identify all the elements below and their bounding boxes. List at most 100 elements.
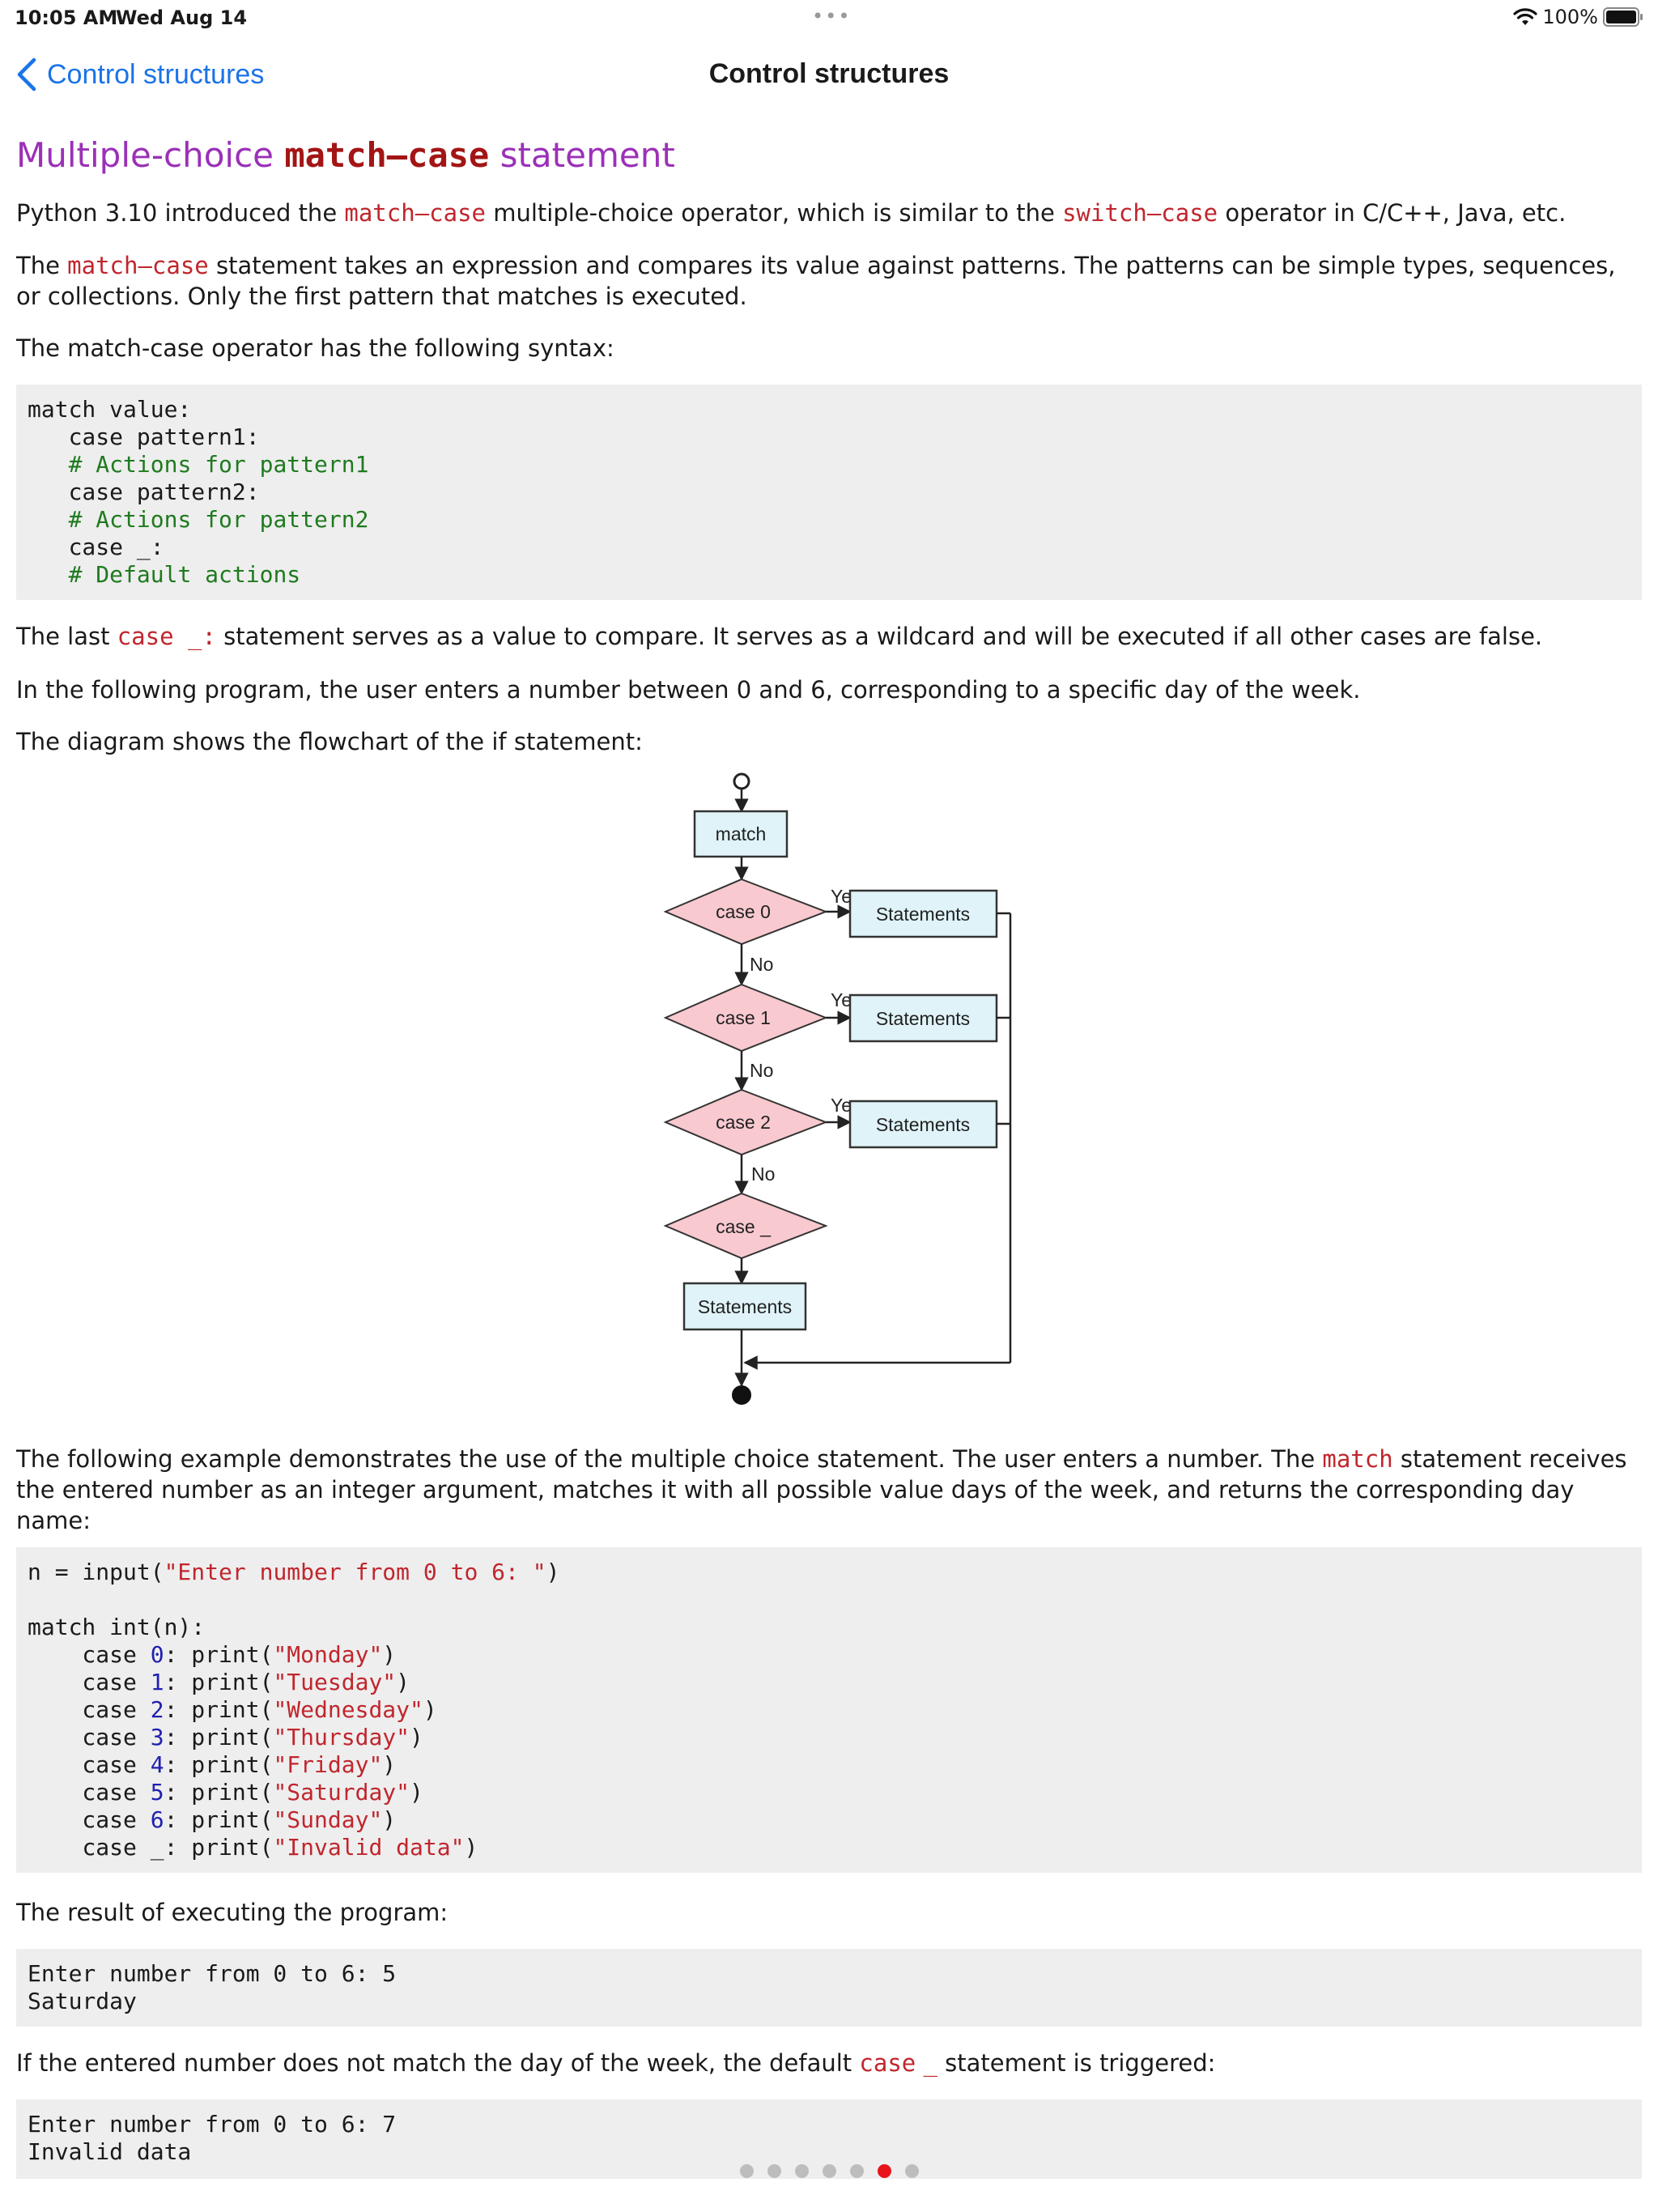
- syntax-code-block: match value: case pattern1: # Actions fo…: [16, 385, 1642, 600]
- inline-code: case _:: [117, 623, 216, 650]
- page-dot[interactable]: [767, 2163, 781, 2178]
- text: multiple-choice operator, which is simil…: [486, 199, 1063, 227]
- program-intro-paragraph: In the following program, the user enter…: [16, 676, 1361, 704]
- code-text: case _: print(: [82, 1834, 274, 1861]
- code-text: ): [546, 1559, 560, 1585]
- code-line: case pattern1:: [68, 423, 260, 450]
- code-number: 6: [150, 1806, 164, 1833]
- text: statement takes an expression and compar…: [16, 252, 1616, 310]
- nav-title: Control structures: [708, 58, 950, 89]
- code-text: n = input(: [28, 1559, 164, 1585]
- flowchart-statements-0: [848, 889, 998, 938]
- flowchart-match-box: [693, 810, 789, 858]
- output-line: Invalid data: [28, 2138, 192, 2165]
- inline-code: switch–case: [1062, 199, 1218, 227]
- flowchart-diagram: match case 0 Yes Statements No case 1 Ye…: [16, 764, 1642, 1444]
- flowchart-case1-label: case 1: [716, 1007, 771, 1028]
- output-line: Saturday: [28, 1988, 137, 2014]
- code-number: 3: [150, 1724, 164, 1750]
- back-button[interactable]: Control structures: [15, 55, 264, 94]
- inline-code: match–case: [344, 199, 486, 227]
- inline-code: match–case: [67, 252, 209, 279]
- code-line: match int(n):: [28, 1614, 206, 1640]
- intro-paragraph: Python 3.10 introduced the match–case mu…: [16, 198, 1642, 228]
- code-text: ): [464, 1834, 478, 1861]
- text: Python 3.10 introduced the: [16, 199, 345, 227]
- status-time: 10:05 AM: [15, 6, 118, 29]
- statements-label-0: Statements: [876, 904, 970, 925]
- text: statement serves as a value to compare. …: [215, 623, 1543, 650]
- title-code: match–case: [284, 135, 490, 175]
- default-case-paragraph: If the entered number does not match the…: [16, 2048, 1642, 2078]
- code-string: "Tuesday": [273, 1669, 397, 1695]
- code-string: "Friday": [273, 1751, 383, 1778]
- code-number: 5: [150, 1779, 164, 1806]
- article-content: Multiple-choice match–case statement Pyt…: [16, 130, 1642, 2179]
- code-string: "Enter number from 0 to 6: ": [164, 1559, 546, 1585]
- output-block-1: Enter number from 0 to 6: 5 Saturday: [16, 1949, 1642, 2027]
- status-date: Wed Aug 14: [116, 6, 248, 29]
- wildcard-paragraph: The last case _: statement serves as a v…: [16, 621, 1642, 652]
- title-suffix: statement: [489, 135, 675, 175]
- code-line: match value:: [28, 396, 192, 423]
- flowchart-case0-label: case 0: [716, 901, 771, 922]
- example-code-block: n = input("Enter number from 0 to 6: ") …: [16, 1547, 1642, 1873]
- flowchart-case-default-label: case _: [716, 1216, 772, 1237]
- text: The following example demonstrates the u…: [16, 1445, 1323, 1473]
- result-intro-paragraph: The result of executing the program:: [16, 1899, 449, 1926]
- page-dot[interactable]: [877, 2163, 891, 2178]
- statements-label-default: Statements: [698, 1296, 792, 1317]
- code-number: 1: [150, 1669, 164, 1695]
- flowchart-svg: match case 0 Yes Statements No case 1 Ye…: [663, 772, 1012, 1405]
- flowchart-statements-default: [682, 1282, 807, 1331]
- output-line: Enter number from 0 to 6: 5: [28, 1960, 397, 1987]
- page-dot[interactable]: [822, 2163, 836, 2178]
- code-string: "Saturday": [273, 1779, 410, 1806]
- code-string: "Thursday": [273, 1724, 410, 1750]
- code-number: 0: [150, 1641, 164, 1668]
- battery-icon: [1603, 7, 1643, 27]
- flowchart-start-node: [733, 772, 750, 790]
- flowchart-end-node: [732, 1385, 751, 1405]
- page-dot[interactable]: [849, 2163, 864, 2178]
- status-indicators: 100%: [1513, 5, 1643, 29]
- multitasking-dots-icon[interactable]: •••: [812, 5, 852, 28]
- no-label-2: No: [751, 1163, 775, 1185]
- statements-label-1: Statements: [876, 1008, 970, 1029]
- output-line: Enter number from 0 to 6: 7: [28, 2111, 397, 2138]
- text: statement is triggered:: [937, 2049, 1216, 2077]
- no-label-0: No: [750, 954, 773, 975]
- page-indicator[interactable]: [0, 2159, 1658, 2183]
- code-line: case _:: [68, 534, 164, 560]
- syntax-intro-paragraph: The match-case operator has the followin…: [16, 334, 614, 362]
- code-comment: # Actions for pattern2: [68, 506, 369, 533]
- inline-code: match: [1322, 1445, 1393, 1473]
- code-string: "Invalid data": [273, 1834, 465, 1861]
- page-dot[interactable]: [794, 2163, 809, 2178]
- title-prefix: Multiple-choice: [16, 135, 285, 175]
- no-label-1: No: [750, 1060, 773, 1081]
- navigation-bar: Control structures Control structures: [0, 40, 1658, 105]
- status-bar: 10:05 AM Wed Aug 14 ••• 100%: [0, 0, 1658, 36]
- page-dot[interactable]: [904, 2163, 919, 2178]
- code-comment: # Actions for pattern1: [68, 451, 369, 478]
- page-dot[interactable]: [739, 2163, 754, 2178]
- text: The: [16, 252, 68, 279]
- text: statement receives the entered number as…: [16, 1445, 1627, 1534]
- battery-percent: 100%: [1542, 6, 1598, 28]
- inline-code: case: [859, 2049, 916, 2077]
- description-paragraph: The match–case statement takes an expres…: [16, 250, 1642, 312]
- flowchart-case2-label: case 2: [716, 1112, 771, 1133]
- text: If the entered number does not match the…: [16, 2049, 860, 2077]
- text: The last: [16, 623, 117, 650]
- page-title: Multiple-choice match–case statement: [16, 130, 1642, 181]
- flowchart-match-label: match: [716, 823, 767, 844]
- chevron-left-icon: [17, 57, 36, 91]
- code-number: 4: [150, 1751, 164, 1778]
- code-number: 2: [150, 1696, 164, 1723]
- text: operator in C/C++, Java, etc.: [1218, 199, 1567, 227]
- code-line: case pattern2:: [68, 479, 260, 505]
- wifi-icon: [1513, 8, 1537, 25]
- diagram-intro-paragraph: The diagram shows the flowchart of the i…: [16, 728, 643, 755]
- back-button-label: Control structures: [47, 58, 265, 90]
